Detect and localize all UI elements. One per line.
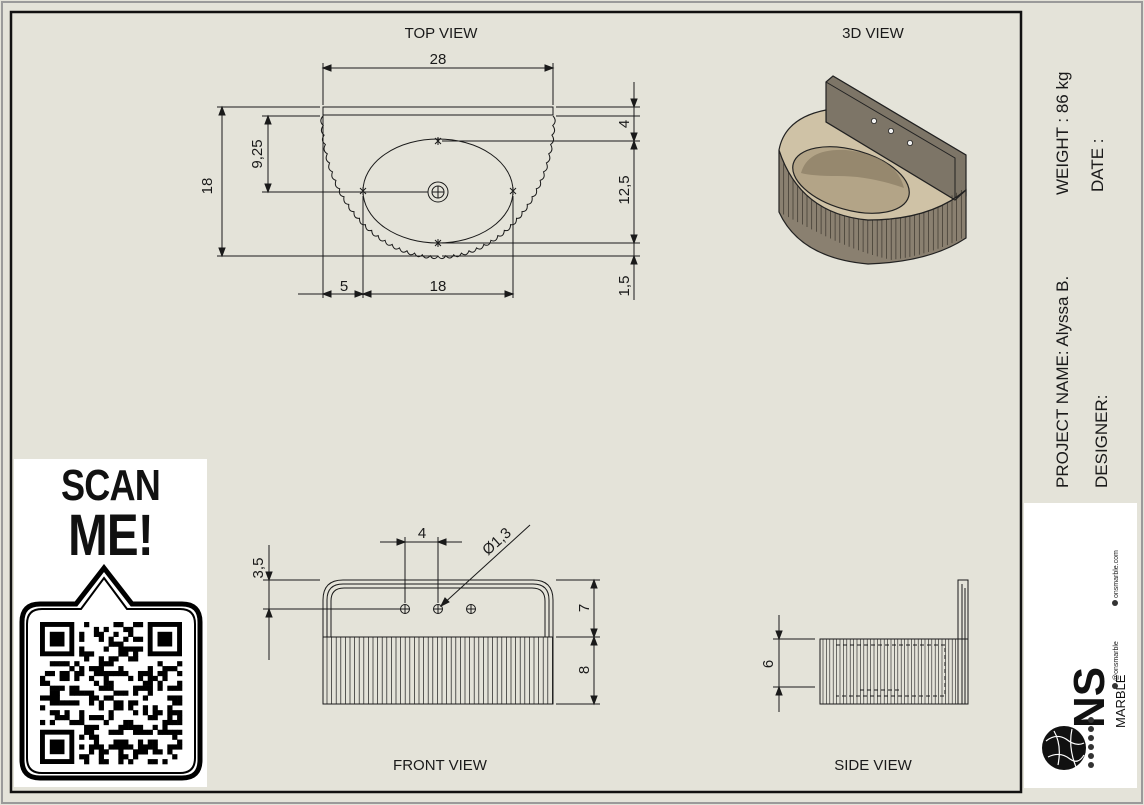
- top-view-title: TOP VIEW: [405, 25, 479, 42]
- brand-panel: NS MARBLE @onsmarble onsmarble.com: [1024, 503, 1137, 788]
- dim-front-upper: 7: [576, 604, 593, 612]
- front-tap-holes: [400, 604, 476, 614]
- dim-top-backsplash: 4: [616, 120, 633, 128]
- dim-side-height: 6: [760, 660, 777, 668]
- me-label: ME!: [68, 503, 154, 568]
- dim-top-offset-y: 9,25: [249, 139, 266, 168]
- dim-top-bowl: 12,5: [616, 175, 633, 204]
- front-view: FRONT VIEW 4 Ø1,3 3,5: [250, 524, 600, 774]
- iso-view: 3D VIEW: [778, 25, 967, 265]
- scan-label: SCAN: [61, 461, 161, 510]
- qr-panel[interactable]: SCAN ME!: [14, 459, 207, 787]
- qr-code[interactable]: [40, 622, 183, 765]
- date-label: DATE :: [1088, 138, 1107, 192]
- top-view: TOP VIEW 28 18 9,25: [199, 25, 640, 300]
- dim-front-lower: 8: [576, 666, 593, 674]
- side-backsplash: [957, 579, 969, 705]
- brand-handle[interactable]: @onsmarble: [1113, 641, 1120, 681]
- side-view-title: SIDE VIEW: [834, 757, 912, 774]
- dim-top-offset-x: 5: [340, 278, 348, 295]
- dim-top-front-lip: 1,5: [616, 276, 633, 297]
- dim-front-hole-height: 3,5: [250, 558, 267, 579]
- brand-website[interactable]: onsmarble.com: [1113, 550, 1120, 598]
- brand-logo: NS MARBLE @onsmarble onsmarble.com: [1042, 550, 1128, 770]
- title-block: WEIGHT : 86 kg DATE : PROJECT NAME: Alys…: [1053, 72, 1111, 488]
- side-view: SIDE VIEW 6: [760, 579, 969, 774]
- marble-globe-icon: [1042, 726, 1086, 770]
- weight-label: WEIGHT : 86 kg: [1053, 72, 1072, 195]
- designer-label: DESIGNER:: [1092, 394, 1111, 488]
- side-body: [819, 638, 969, 705]
- dim-top-depth: 18: [199, 178, 216, 195]
- project-name-label: PROJECT NAME: Alyssa B.: [1053, 276, 1072, 488]
- dim-top-bowl-width: 18: [430, 278, 447, 295]
- iso-view-title: 3D VIEW: [842, 25, 905, 42]
- dim-front-hole-spacing: 4: [418, 525, 426, 542]
- dim-top-width: 28: [430, 51, 447, 68]
- top-markers: [359, 137, 517, 247]
- brand-sub: MARBLE: [1113, 674, 1128, 728]
- top-backsplash: [322, 106, 554, 116]
- qr-badge: [19, 564, 203, 781]
- dim-front-hole-diameter: Ø1,3: [479, 524, 515, 558]
- front-fluted-body: [322, 636, 554, 705]
- social-icons: [1088, 717, 1094, 768]
- front-view-title: FRONT VIEW: [393, 757, 488, 774]
